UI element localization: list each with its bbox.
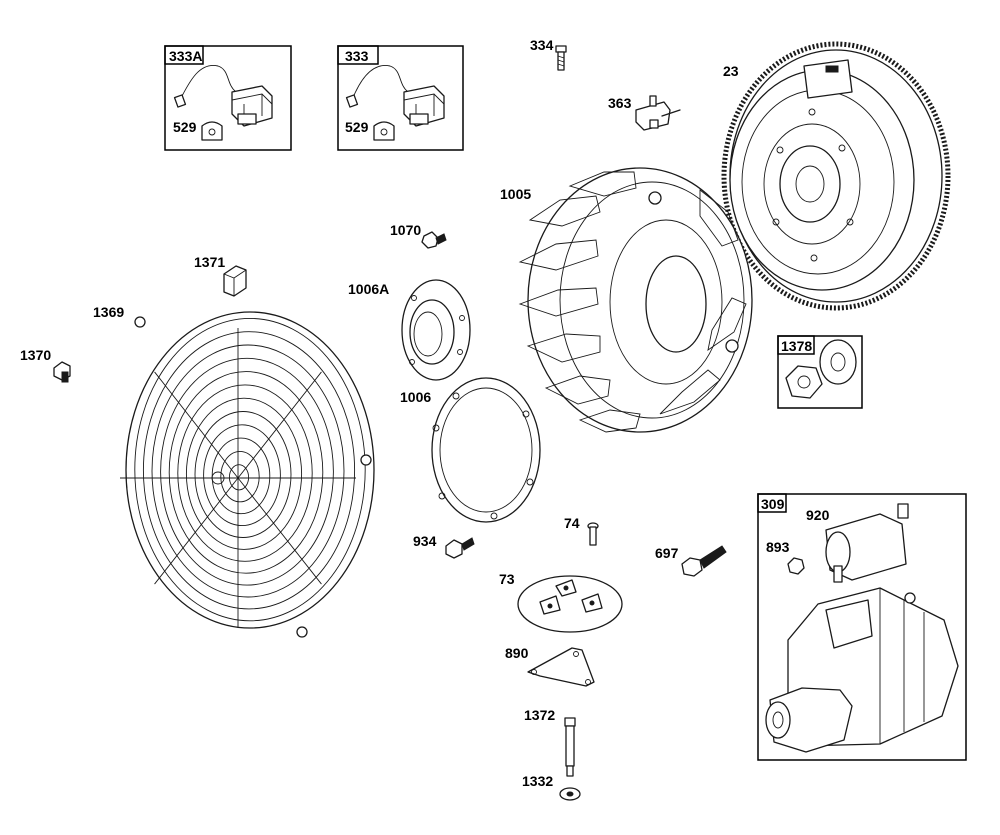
callout-529-a: 529 [173, 119, 197, 135]
callout-1370: 1370 [20, 347, 51, 363]
shield-clip-part [373, 121, 395, 141]
grille-ring [194, 411, 292, 538]
grille-ring [151, 344, 345, 598]
grille-ring [228, 464, 250, 491]
kit-box-frame [337, 45, 464, 151]
gasket-1006-part[interactable] [431, 377, 541, 523]
washer-part [819, 339, 857, 385]
kit-box-tab [757, 493, 787, 513]
cooling-fan-1005-part[interactable] [518, 167, 753, 433]
callout-1369: 1369 [93, 304, 124, 320]
kit-box-333A[interactable]: 333A 529 [164, 45, 292, 151]
grille-ring [220, 450, 260, 503]
callout-334: 334 [530, 37, 554, 53]
callout-73: 73 [499, 571, 515, 587]
kit-box-tab [777, 335, 815, 355]
callout-697: 697 [655, 545, 679, 561]
kit-box-tab [164, 45, 204, 65]
grille-spoke [237, 371, 322, 479]
kit-box-309[interactable]: 309 920 893 [757, 493, 967, 761]
grille-ring [168, 371, 324, 574]
bolt-934-part[interactable] [445, 537, 475, 559]
bracket-363-part[interactable] [635, 95, 681, 131]
callout-333: 333 [345, 48, 369, 64]
screw-334-part[interactable] [555, 45, 567, 71]
bolt-1070-part[interactable] [421, 231, 447, 249]
callout-363: 363 [608, 95, 632, 111]
grille-spoke [154, 477, 239, 585]
grille-ring [177, 384, 313, 562]
shield-clip-part [201, 121, 223, 141]
bolt-697-part[interactable] [681, 545, 727, 577]
callout-1006A: 1006A [348, 281, 389, 297]
callout-1371: 1371 [194, 254, 225, 270]
callout-529-b: 529 [345, 119, 369, 135]
starter-motor-part [765, 587, 959, 753]
grille-ring [160, 357, 334, 586]
callout-1006: 1006 [400, 389, 431, 405]
callout-1332: 1332 [522, 773, 553, 789]
grille-ring [203, 424, 281, 527]
kit-box-frame [164, 45, 292, 151]
bracket-890-part[interactable] [527, 647, 595, 687]
callout-1070: 1070 [390, 222, 421, 238]
kit-box-tab [337, 45, 379, 65]
callout-1005: 1005 [500, 186, 531, 202]
grille-ring [134, 317, 366, 622]
kit-box-333[interactable]: 333 529 [337, 45, 464, 151]
ignition-coil-part [173, 65, 273, 127]
callout-23: 23 [723, 63, 739, 79]
flywheel-23-part[interactable] [721, 41, 951, 311]
kit-box-frame [777, 335, 863, 409]
standoff-1372-part[interactable] [564, 717, 576, 777]
grille-ring [142, 331, 356, 610]
grille-spoke [154, 371, 239, 479]
fan-grille-1369-part[interactable] [120, 311, 375, 638]
nut-893-part [787, 557, 805, 575]
kit-box-1378[interactable]: 1378 [777, 335, 863, 409]
callout-934: 934 [413, 533, 437, 549]
callout-1378: 1378 [781, 338, 812, 354]
callout-893: 893 [766, 539, 790, 555]
callout-74: 74 [564, 515, 580, 531]
plate-73-part[interactable] [517, 575, 623, 633]
nut-part [785, 365, 823, 399]
callout-920: 920 [806, 507, 830, 523]
pin-74-part[interactable] [587, 522, 599, 546]
solenoid-920-part [825, 503, 909, 583]
grille-spoke [237, 477, 322, 585]
grille-hub [211, 471, 225, 485]
callout-333A: 333A [169, 48, 202, 64]
kit-box-frame [757, 493, 967, 761]
callout-890: 890 [505, 645, 529, 661]
washer-1332-part[interactable] [559, 787, 581, 801]
spacer-1371-part[interactable] [223, 265, 247, 297]
screw-1370-part[interactable] [53, 361, 71, 383]
callout-1372: 1372 [524, 707, 555, 723]
cap-1006A-part[interactable] [401, 279, 471, 381]
callout-309: 309 [761, 496, 785, 512]
ignition-coil-part [345, 65, 445, 127]
grille-ring [185, 397, 303, 550]
